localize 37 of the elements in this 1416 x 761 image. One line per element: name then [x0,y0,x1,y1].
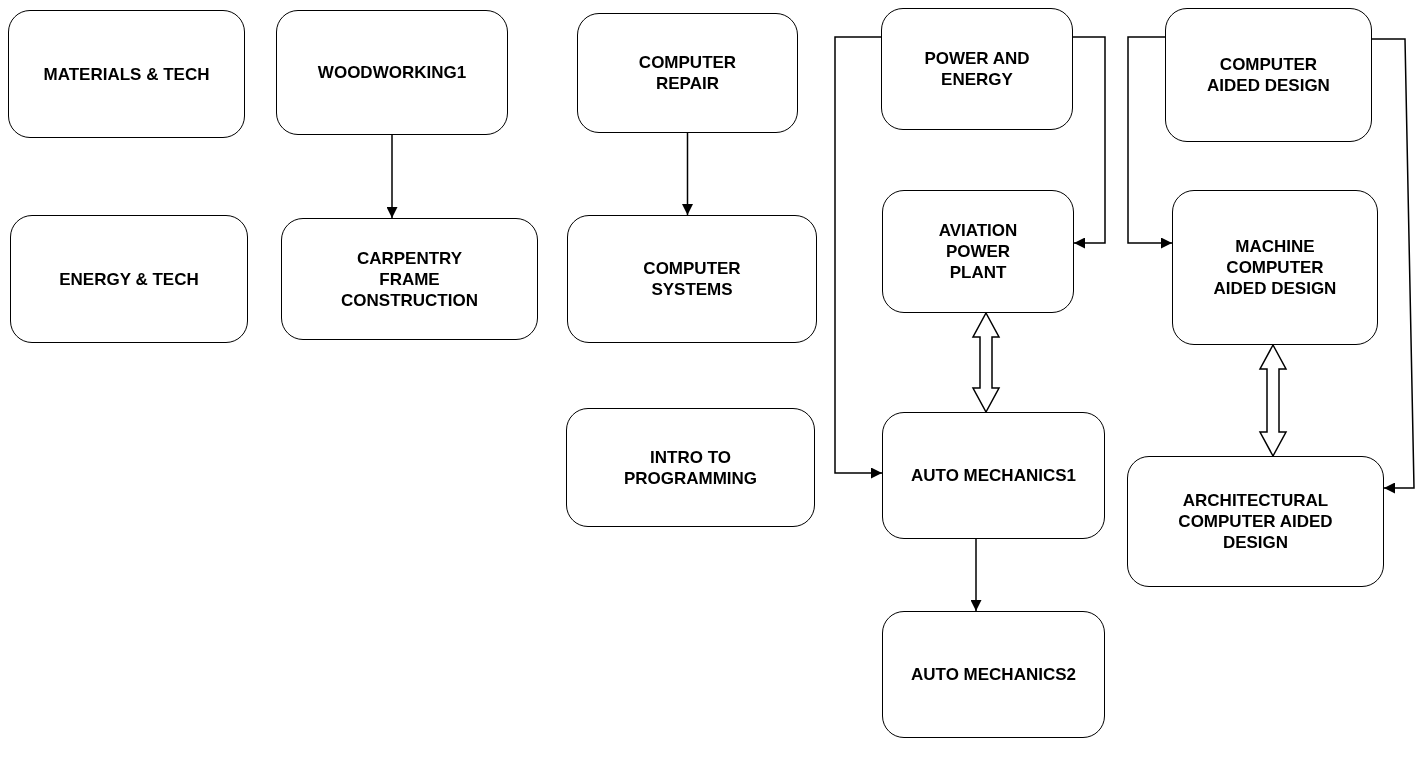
course-box [8,10,245,138]
course-title: WOODWORKING1 [317,62,467,83]
course-title: COMPUTER AIDED DESIGN [1206,54,1331,96]
course-box [882,412,1105,539]
course-title: COMPUTER SYSTEMS [642,258,742,300]
course-box [881,8,1073,130]
course-box [577,13,798,133]
course-title: AUTO MECHANICS2 [911,664,1076,685]
course-title: AUTO MECHANICS1 [911,465,1076,486]
arrow [834,36,883,479]
course-box [10,215,248,343]
course-box [281,218,538,340]
arrow [1127,36,1173,249]
double-block-arrow [1258,343,1288,458]
arrow [682,132,693,216]
course-box [1172,190,1378,345]
course-title: INTRO TO PROGRAMMING [622,446,759,489]
course-title: MACHINE COMPUTER AIDED DESIGN [1212,236,1338,299]
course-title: MATERIALS & TECH [43,63,210,85]
course-box [1165,8,1372,142]
double-block-arrow [971,311,1001,414]
arrow [970,538,982,612]
course-box [882,611,1105,738]
course-title: POWER AND ENERGY [923,48,1031,90]
arrow [1371,38,1415,494]
arrow [386,134,398,219]
course-box [276,10,508,135]
course-title: ENERGY & TECH [59,268,199,290]
course-title: CARPENTRY FRAME CONSTRUCTION [340,247,479,311]
course-title: ARCHITECTURAL COMPUTER AIDED DESIGN [1177,490,1334,553]
course-box [882,190,1074,313]
course-title: COMPUTER REPAIR [637,52,738,94]
course-box [566,408,815,527]
course-box [567,215,817,343]
course-box [1127,456,1384,587]
arrow [1072,36,1106,249]
course-title: AVIATION POWER PLANT [937,220,1019,283]
